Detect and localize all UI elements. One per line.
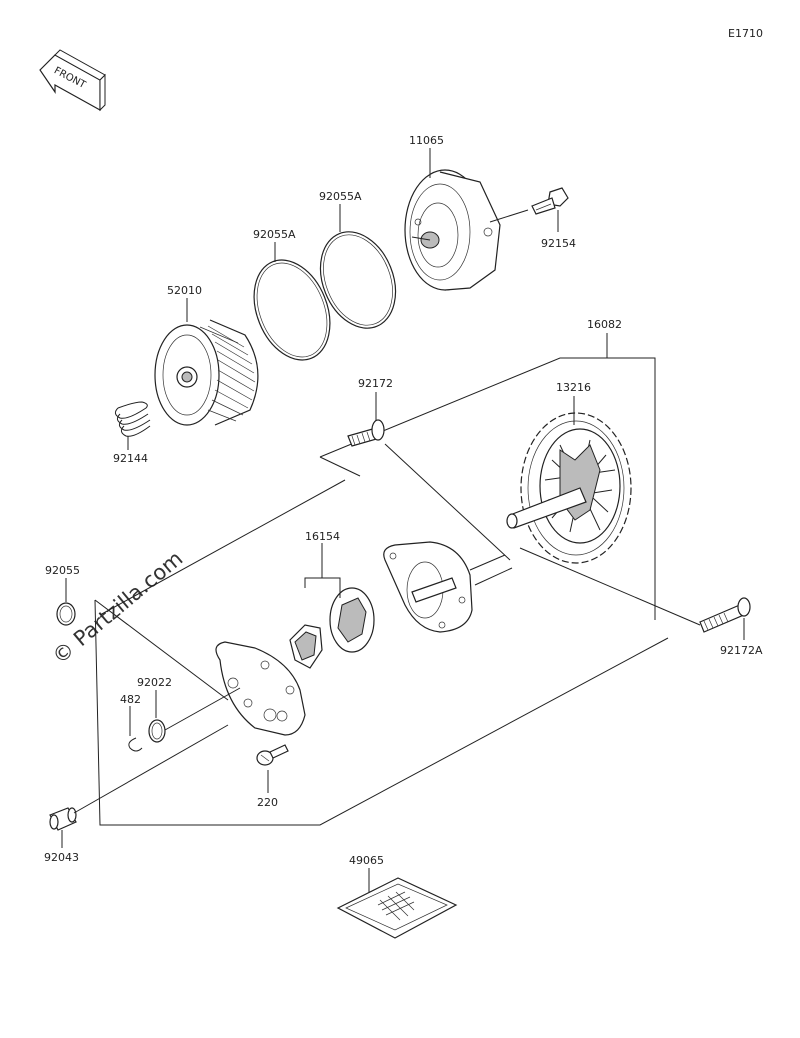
oring-92055A-lower — [253, 259, 331, 361]
sprocket-13216 — [506, 412, 632, 564]
label-482: 482 — [120, 693, 141, 706]
gasket-49065 — [336, 877, 458, 939]
leader-92055-axis — [94, 599, 229, 701]
front-arrow-icon: FRONT — [39, 49, 106, 112]
pump-cover-11065 — [404, 169, 501, 291]
pump-body — [383, 541, 513, 633]
screw-220 — [256, 744, 289, 766]
label-92055: 92055 — [45, 564, 80, 577]
label-49065: 49065 — [349, 854, 384, 867]
label-16082: 16082 — [587, 318, 622, 331]
label-92055A-lower: 92055A — [253, 228, 296, 241]
bracket-16154 — [304, 577, 341, 598]
oring-92055A-upper — [319, 231, 397, 329]
pump-plate — [164, 641, 306, 736]
label-92172A: 92172A — [720, 644, 763, 657]
diagram-code: E1710 — [728, 27, 763, 40]
label-92144: 92144 — [113, 452, 148, 465]
leader-92172-axis — [384, 443, 511, 561]
label-13216: 13216 — [556, 381, 591, 394]
label-220: 220 — [257, 796, 278, 809]
label-92172: 92172 — [358, 377, 393, 390]
bolt-92172 — [347, 419, 385, 447]
label-92022: 92022 — [137, 676, 172, 689]
dowel-92043 — [49, 807, 77, 831]
inner-rotor-16154 — [289, 624, 323, 669]
bolt-92154 — [531, 187, 569, 215]
circlip-482 — [128, 737, 143, 752]
leader-92172A-axis — [519, 547, 701, 626]
bolt-92172A — [699, 597, 751, 633]
label-52010: 52010 — [167, 284, 202, 297]
label-11065: 11065 — [409, 134, 444, 147]
label-92043: 92043 — [44, 851, 79, 864]
oil-filter-52010 — [154, 319, 259, 426]
leader-92154-shaft — [489, 209, 529, 223]
label-92154: 92154 — [541, 237, 576, 250]
leader-92043-axis — [73, 724, 229, 814]
label-16154: 16154 — [305, 530, 340, 543]
spring-92144 — [114, 401, 151, 437]
label-92055A-upper: 92055A — [319, 190, 362, 203]
outer-rotor-16154 — [329, 587, 375, 653]
